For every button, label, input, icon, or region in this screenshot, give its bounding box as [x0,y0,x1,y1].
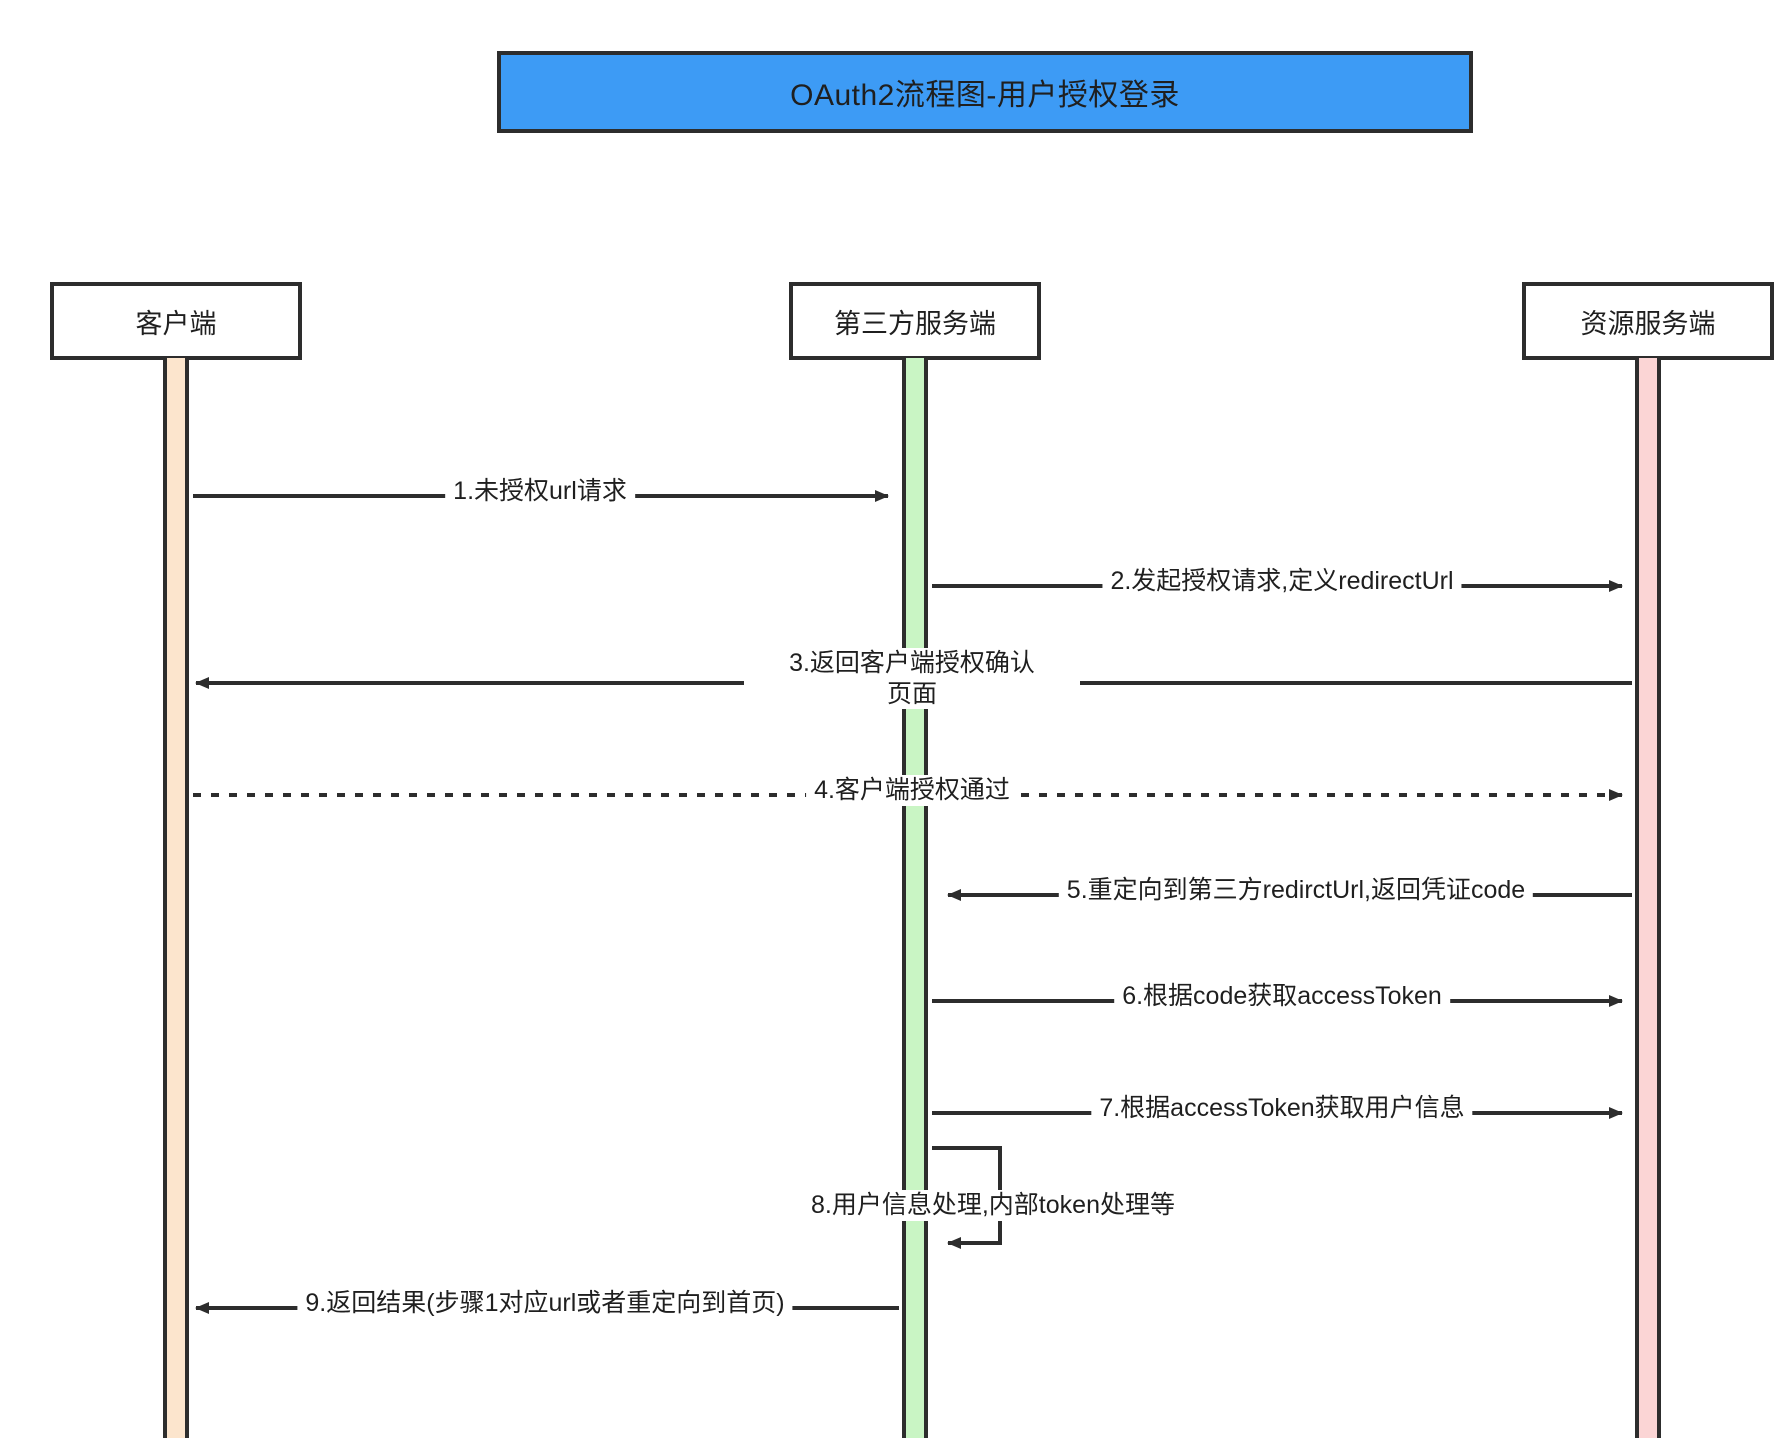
participant-box-resource: 资源服务端 [1522,282,1774,360]
lifeline-bar-client [163,358,189,1438]
diagram-title-text: OAuth2流程图-用户授权登录 [790,79,1180,112]
lifeline-bar-thirdparty [902,358,928,1438]
participant-label-thirdparty: 第三方服务端 [834,308,996,339]
message-label-4: 4.客户端授权通过 [806,775,1018,806]
message-label-8: 8.用户信息处理,内部token处理等 [803,1190,1183,1221]
participant-label-client: 客户端 [135,308,217,339]
participant-box-client: 客户端 [50,282,302,360]
lifeline-bar-resource [1635,358,1661,1438]
message-label-2: 2.发起授权请求,定义redirectUrl [1102,566,1462,597]
message-label-1: 1.未授权url请求 [445,476,635,507]
participant-box-thirdparty: 第三方服务端 [789,282,1041,360]
message-label-6: 6.根据code获取accessToken [1114,981,1450,1012]
diagram-title-banner: OAuth2流程图-用户授权登录 [497,51,1473,133]
message-label-9: 9.返回结果(步骤1对应url或者重定向到首页) [297,1288,793,1319]
message-label-3-line2: 页面 [886,679,937,708]
message-label-3-line1: 3.返回客户端授权确认 [789,649,1035,677]
participant-label-resource: 资源服务端 [1580,308,1716,339]
message-label-5: 5.重定向到第三方redirctUrl,返回凭证code [1058,875,1534,906]
message-label-3: 3.返回客户端授权确认 页面 [744,648,1080,709]
message-label-7: 7.根据accessToken获取用户信息 [1091,1093,1473,1124]
